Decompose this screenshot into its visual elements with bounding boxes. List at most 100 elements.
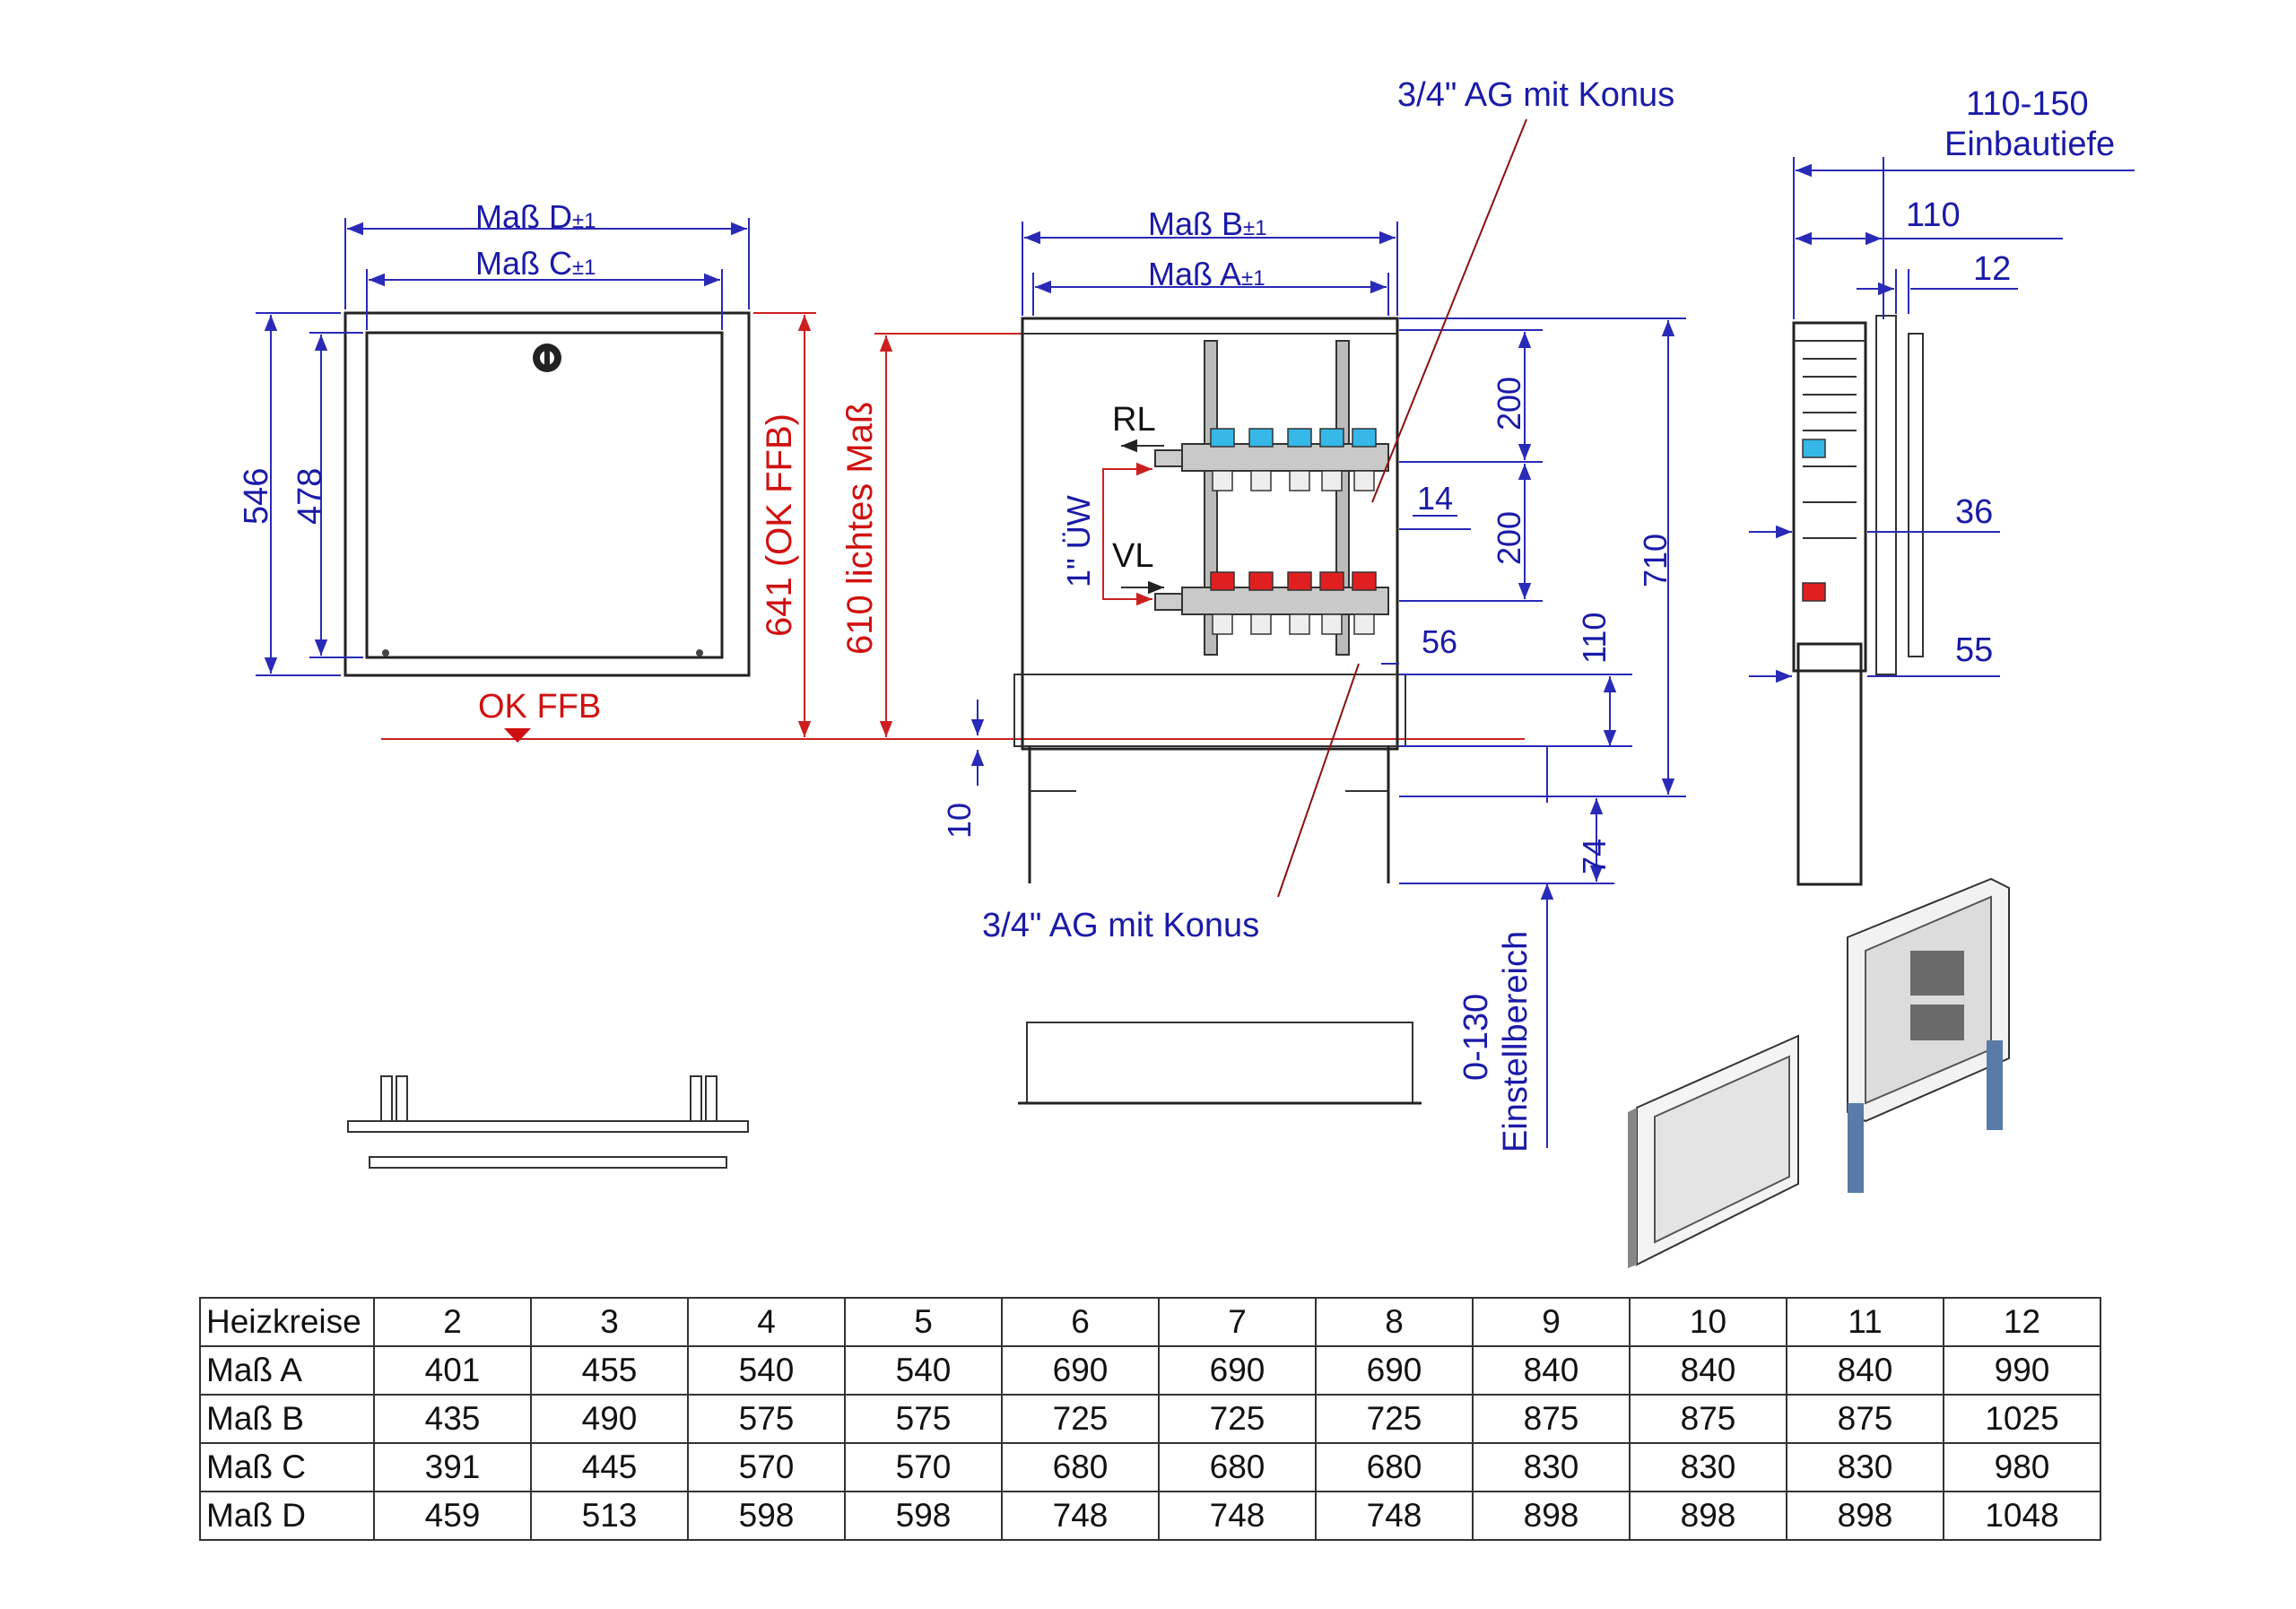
table-cell: 898 <box>1472 1491 1631 1541</box>
table-cell: Maß A <box>199 1345 375 1396</box>
label-einstellbereich: Einstellbereich <box>1497 931 1535 1152</box>
cabinet-side-view <box>1792 315 1924 886</box>
label-mass-b: Maß B±1 <box>1148 205 1267 242</box>
label-110: 110 <box>1576 613 1613 664</box>
label-vl: VL <box>1112 537 1153 575</box>
label-610-lichtes-mass: 610 lichtes Maß <box>840 402 880 655</box>
table-cell: 1025 <box>1943 1394 2101 1444</box>
isometric-door-view <box>1628 1034 1799 1268</box>
table-cell: 9 <box>1472 1297 1631 1347</box>
label-einbau-range: 110-150 <box>1966 85 2089 123</box>
table-cell: 575 <box>844 1394 1003 1444</box>
label-710: 710 <box>1637 534 1674 587</box>
dimension-lines-manifold <box>970 118 1686 1148</box>
table-row: Maß D 459 513 598 598 748 748 748 898 89… <box>199 1491 2101 1541</box>
table-header-row: Heizkreise 2 3 4 5 6 7 8 9 10 11 12 <box>199 1297 2101 1347</box>
table-cell: 680 <box>1001 1442 1160 1492</box>
table-cell: 459 <box>373 1491 532 1541</box>
table-cell: Heizkreise <box>199 1297 375 1347</box>
table-cell: 725 <box>1315 1394 1474 1444</box>
label-mass-c: Maß C±1 <box>475 245 596 282</box>
label-200-upper: 200 <box>1491 377 1527 431</box>
dimension-lines-side <box>1749 157 2135 683</box>
label-ok-ffb: OK FFB <box>478 688 601 726</box>
dimension-table: Heizkreise 2 3 4 5 6 7 8 9 10 11 12 Maß … <box>199 1297 2101 1541</box>
table-cell: 455 <box>530 1345 689 1396</box>
label-478: 478 <box>291 468 329 525</box>
table-cell: 2 <box>373 1297 532 1347</box>
label-mass-d: Maß D±1 <box>475 198 596 235</box>
table-cell: 875 <box>1629 1394 1787 1444</box>
table-cell: 4 <box>687 1297 846 1347</box>
label-10: 10 <box>941 803 978 839</box>
table-cell: 830 <box>1472 1442 1631 1492</box>
table-cell: 830 <box>1786 1442 1944 1492</box>
table-cell: 570 <box>687 1442 846 1492</box>
table-cell: 840 <box>1472 1345 1631 1396</box>
label-56: 56 <box>1422 623 1457 660</box>
table-cell: 725 <box>1158 1394 1317 1444</box>
table-cell: 8 <box>1315 1297 1474 1347</box>
label-einstell-range: 0-130 <box>1457 994 1495 1081</box>
table-cell: 391 <box>373 1442 532 1492</box>
table-cell: 570 <box>844 1442 1003 1492</box>
isometric-cabinet-view <box>1847 877 2010 1193</box>
table-cell: 990 <box>1943 1345 2101 1396</box>
label-14: 14 <box>1417 480 1453 517</box>
label-1-uew: 1" ÜW <box>1060 495 1097 587</box>
table-row: Maß B 435 490 575 575 725 725 725 875 87… <box>199 1394 2101 1444</box>
label-74: 74 <box>1576 839 1613 874</box>
table-cell: 690 <box>1158 1345 1317 1396</box>
table-cell: 898 <box>1629 1491 1787 1541</box>
table-cell: Maß B <box>199 1394 375 1444</box>
table-cell: 3 <box>530 1297 689 1347</box>
table-cell: 748 <box>1001 1491 1160 1541</box>
table-cell: 875 <box>1786 1394 1944 1444</box>
dimension-lines-front <box>256 218 1525 743</box>
table-cell: 830 <box>1629 1442 1787 1492</box>
table-cell: 748 <box>1158 1491 1317 1541</box>
label-konus-bottom: 3/4" AG mit Konus <box>982 907 1259 944</box>
table-cell: 980 <box>1943 1442 2101 1492</box>
top-view-door <box>347 1075 749 1169</box>
table-cell: 898 <box>1786 1491 1944 1541</box>
table-cell: 840 <box>1629 1345 1787 1396</box>
label-641-ok-ffb: 641 (OK FFB) <box>760 413 799 637</box>
table-cell: 540 <box>844 1345 1003 1396</box>
label-konus-top: 3/4" AG mit Konus <box>1397 76 1674 114</box>
table-cell: 690 <box>1001 1345 1160 1396</box>
label-mass-a: Maß A±1 <box>1148 256 1265 292</box>
table-cell: Maß C <box>199 1442 375 1492</box>
table-cell: 598 <box>687 1491 846 1541</box>
table-cell: 575 <box>687 1394 846 1444</box>
table-cell: 1048 <box>1943 1491 2101 1541</box>
table-cell: 7 <box>1158 1297 1317 1347</box>
label-200-lower: 200 <box>1491 511 1527 565</box>
table-cell: 725 <box>1001 1394 1160 1444</box>
table-cell: 598 <box>844 1491 1003 1541</box>
table-cell: 875 <box>1472 1394 1631 1444</box>
table-cell: 10 <box>1629 1297 1787 1347</box>
table-cell: 490 <box>530 1394 689 1444</box>
label-546: 546 <box>238 468 275 525</box>
table-row: Maß A 401 455 540 540 690 690 690 840 84… <box>199 1345 2101 1396</box>
table-cell: 513 <box>530 1491 689 1541</box>
table-cell: 540 <box>687 1345 846 1396</box>
table-cell: Maß D <box>199 1491 375 1541</box>
table-cell: 748 <box>1315 1491 1474 1541</box>
table-cell: 6 <box>1001 1297 1160 1347</box>
table-cell: 840 <box>1786 1345 1944 1396</box>
label-side-12: 12 <box>1973 250 2011 288</box>
table-cell: 680 <box>1315 1442 1474 1492</box>
manifold-cabinet-view <box>1013 317 1406 883</box>
door-front-view <box>344 311 751 677</box>
table-cell: 12 <box>1943 1297 2101 1347</box>
table-cell: 680 <box>1158 1442 1317 1492</box>
table-cell: 401 <box>373 1345 532 1396</box>
table-cell: 11 <box>1786 1297 1944 1347</box>
label-einbautiefe: Einbautiefe <box>1944 126 2115 163</box>
table-cell: 5 <box>844 1297 1003 1347</box>
table-cell: 690 <box>1315 1345 1474 1396</box>
label-side-110: 110 <box>1906 196 1961 234</box>
